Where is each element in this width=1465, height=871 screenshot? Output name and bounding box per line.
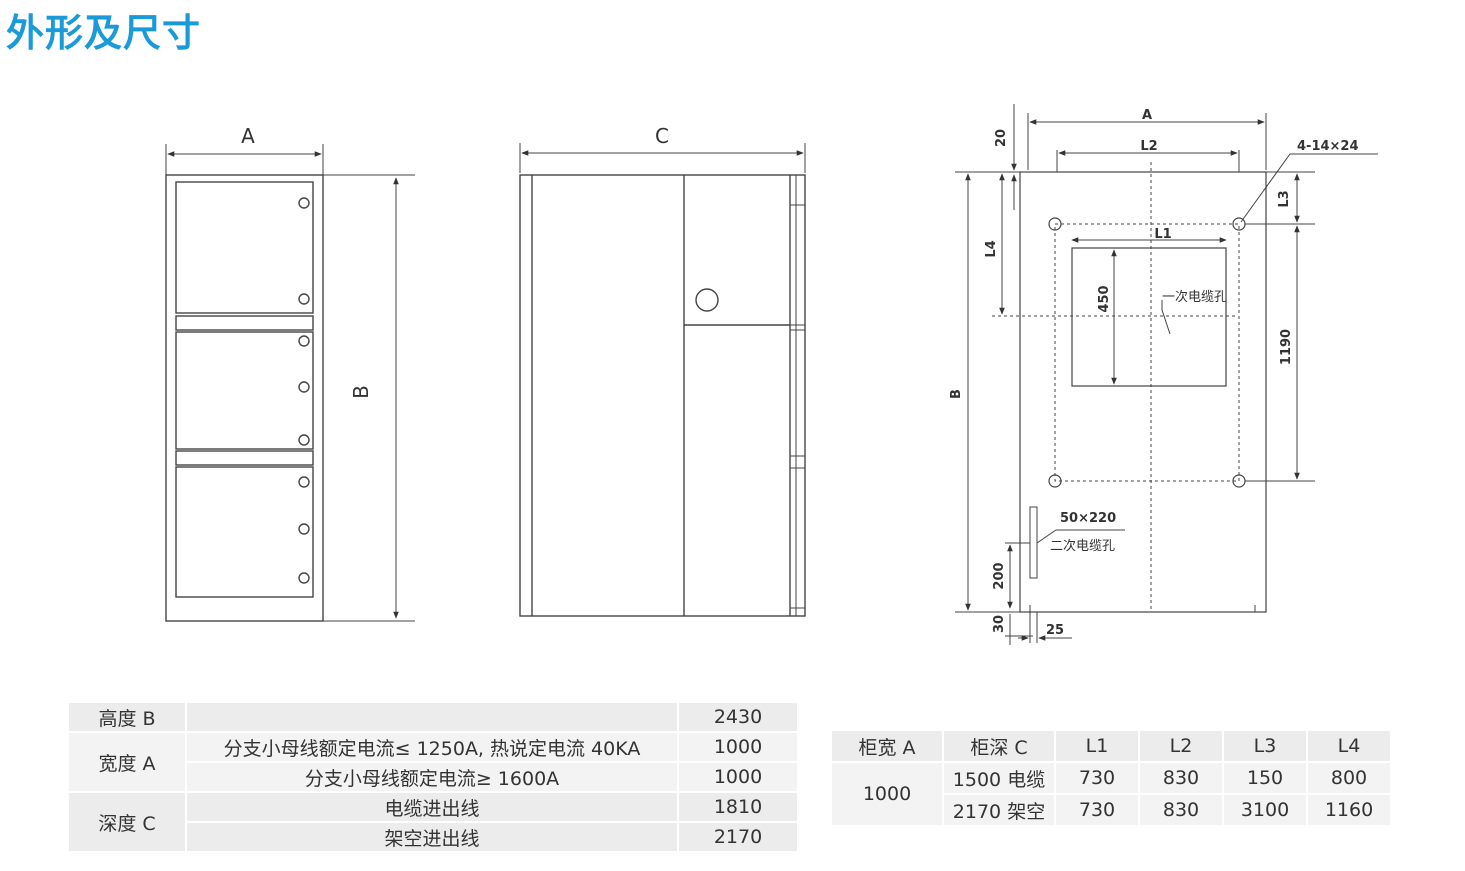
header-cell: 柜宽 A (830, 729, 944, 763)
row-value: 2430 (677, 701, 799, 733)
row-label: 高度 B (67, 701, 187, 733)
row-desc (185, 701, 679, 733)
row-value: 1000 (677, 761, 799, 793)
table-row: 宽度 A 分支小母线额定电流≤ 1250A, 热说定电流 40KA 1000 (67, 731, 799, 793)
base-label-b: B (949, 389, 964, 399)
l3-cell: 3100 (1222, 793, 1308, 827)
front-width-label: A (241, 124, 255, 148)
row-label: 宽度 A (67, 731, 187, 793)
table-row: 架空进出线 2170 (68, 821, 799, 853)
row-desc: 分支小母线额定电流≥ 1600A (185, 761, 679, 793)
l4-cell: 800 (1306, 761, 1392, 795)
header-cell: L4 (1306, 729, 1392, 763)
base-dim-25: 25 (1046, 623, 1064, 638)
front-height-label: B (349, 385, 373, 399)
l2-cell: 830 (1138, 761, 1224, 795)
base-dimensions-table: 柜宽 A 柜深 C L1 L2 L3 L4 1000 1500 电缆 730 8… (830, 729, 1392, 827)
row-desc: 电缆进出线 (185, 791, 679, 823)
depth-cell: 1500 电缆 (942, 761, 1056, 795)
page-title: 外形及尺寸 (6, 11, 202, 55)
base-label-l3: L3 (1277, 190, 1292, 207)
table-row: 1000 1500 电缆 730 830 150 800 (830, 761, 1392, 827)
l3-cell: 150 (1222, 761, 1308, 795)
l4-cell: 1160 (1306, 793, 1392, 827)
dimensions-table: 高度 B 2430 宽度 A 分支小母线额定电流≤ 1250A, 热说定电流 4… (67, 701, 799, 853)
base-label-l2: L2 (1140, 139, 1157, 154)
header-cell: L1 (1054, 729, 1140, 763)
row-value: 1000 (677, 731, 799, 763)
l1-cell: 730 (1054, 761, 1140, 795)
base-cable-hole-label: 一次电缆孔 (1162, 289, 1227, 305)
table-row: 2170 架空 730 830 3100 1160 (831, 793, 1392, 827)
header-cell: L2 (1138, 729, 1224, 763)
row-value: 2170 (677, 821, 799, 853)
base-slot-size-label: 50×220 (1060, 511, 1116, 526)
base-dim-20: 20 (994, 129, 1009, 147)
base-view (955, 104, 1378, 645)
table-row: 分支小母线额定电流≥ 1600A 1000 (68, 761, 799, 793)
row-value: 1810 (677, 791, 799, 823)
table-row: 高度 B 2430 (67, 701, 799, 733)
side-view (519, 143, 806, 617)
base-holes-label: 4-14×24 (1297, 139, 1359, 154)
header-cell: 柜深 C (942, 729, 1056, 763)
l1-cell: 730 (1054, 793, 1140, 827)
depth-cell: 2170 架空 (942, 793, 1056, 827)
table-row: 深度 C 电缆进出线 1810 (67, 791, 799, 853)
cabinet-width-cell: 1000 (830, 761, 944, 827)
base-dim-200: 200 (992, 562, 1007, 589)
row-desc: 分支小母线额定电流≤ 1250A, 热说定电流 40KA (185, 731, 679, 763)
header-cell: L3 (1222, 729, 1308, 763)
base-label-l4: L4 (984, 240, 999, 257)
base-label-a: A (1142, 108, 1152, 123)
base-dim-1190: 1190 (1279, 329, 1294, 365)
dimension-drawings: A B C (165, 104, 1378, 645)
base-dim-450: 450 (1097, 285, 1112, 312)
table-header-row: 柜宽 A 柜深 C L1 L2 L3 L4 (830, 729, 1392, 763)
side-depth-label: C (655, 124, 669, 148)
base-secondary-hole-label: 二次电缆孔 (1050, 538, 1115, 554)
base-dim-30: 30 (992, 615, 1007, 633)
row-label: 深度 C (67, 791, 187, 853)
base-label-l1: L1 (1154, 227, 1171, 242)
l2-cell: 830 (1138, 793, 1224, 827)
front-view (165, 144, 415, 622)
row-desc: 架空进出线 (185, 821, 679, 853)
